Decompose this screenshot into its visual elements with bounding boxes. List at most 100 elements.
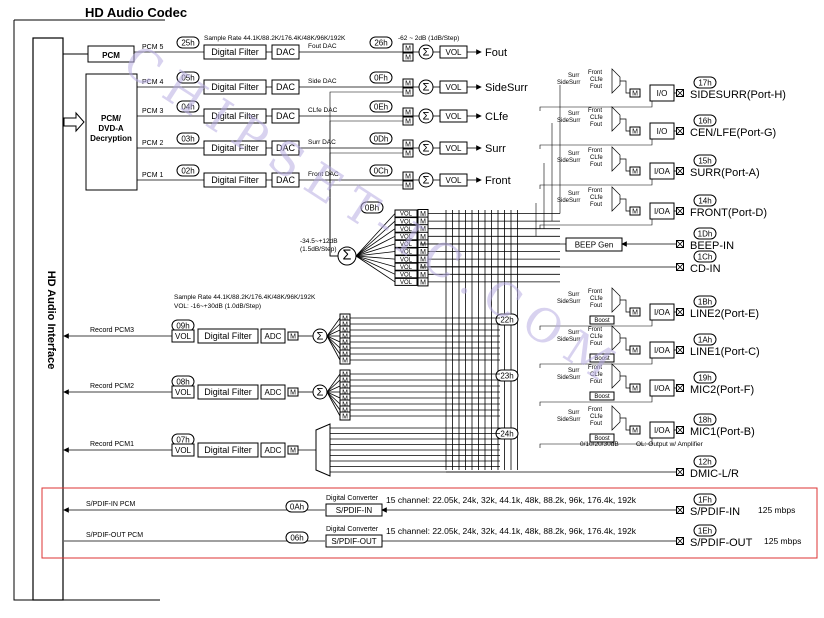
port-3-name: FRONT(Port-D) [690, 207, 767, 219]
dac-row-3-vol-label: VOL [445, 144, 462, 153]
vol-range-top: -62 ~ 2dB (1dB/Step) [398, 35, 459, 42]
dac-row-4-dac-label: Front DAC [308, 171, 339, 178]
record-1-adc-label: ADC [265, 388, 282, 397]
record-0-sel-nid-text: 22h [500, 316, 513, 325]
spdif-1-port-nid [693, 524, 717, 537]
port-9-nid-text: 18h [698, 416, 711, 425]
record-1-adc [260, 384, 286, 400]
port-6-sel-fout: Fout [590, 303, 602, 309]
dac-row-4-m1-label: M [405, 174, 411, 181]
record-1-nid-text: 08h [176, 378, 189, 387]
watermark: CHIPSET-IC.COM [114, 34, 633, 397]
record-1-sel-nid [495, 369, 519, 382]
record-0-in-m-4-label: M [342, 340, 348, 347]
port-10-nid [693, 455, 717, 468]
record-0-adc-label: ADC [265, 332, 282, 341]
port-2-sel-clfe: CLfe [590, 155, 603, 161]
record-0-vol [171, 329, 195, 343]
codec-boundary [13, 19, 165, 601]
port-6-sel-side: SideSurr [557, 299, 580, 305]
mixer-m-9-label: M [420, 279, 426, 286]
dac-row-0-m1-label: M [405, 46, 411, 53]
dac-row-0-vol-nid [369, 36, 393, 49]
record-1-m-label: M [290, 390, 296, 397]
dac-row-1-vol-nid-text: 0Fh [374, 74, 388, 83]
port-8-sel-front: Front [588, 365, 602, 371]
port-5-name: CD-IN [690, 263, 721, 275]
port-2-nid [693, 154, 717, 167]
record-1-in-m-5-label: M [342, 402, 348, 409]
dac-row-4-nid-text: 02h [181, 167, 194, 176]
port-3-m [629, 206, 641, 216]
port-6-m-label: M [632, 310, 638, 317]
beep-gen-label: BEEP Gen [575, 240, 614, 249]
record-1-label: Record PCM2 [90, 383, 134, 390]
record-2-adc-label: ADC [265, 446, 282, 455]
port-3-io-label: I/OA [654, 207, 671, 216]
record-2-label: Record PCM1 [90, 441, 134, 448]
port-2-name: SURR(Port-A) [690, 167, 760, 179]
mixer-vol-1-label: VOL [400, 219, 413, 225]
mixer-step: (1.5dB/Step) [300, 246, 337, 253]
spdif-highlight-box [41, 487, 818, 559]
spdif-0-port-nid [693, 493, 717, 506]
record-0-in-m-2-label: M [342, 328, 348, 335]
dac-row-2-vol-label: VOL [445, 112, 462, 121]
port-4-nid [693, 227, 717, 240]
dac-row-4-pcm: PCM 1 [142, 172, 164, 179]
dac-row-4-m1 [402, 171, 414, 181]
port-1-sel-side: SideSurr [557, 118, 580, 124]
port-8-sel-clfe: CLfe [590, 372, 603, 378]
dac-row-3-nid [176, 132, 200, 145]
dac-row-2-sum-glyph: Σ [423, 111, 430, 123]
record-0-in-m-6-label: M [342, 352, 348, 359]
mixer-vol-4-label: VOL [400, 242, 413, 248]
port-6-nid-text: 1Bh [698, 298, 712, 307]
port-7-nid [693, 333, 717, 346]
port-6-io-label: I/OA [654, 308, 671, 317]
dac-row-0-dac-label: Fout DAC [308, 43, 337, 50]
pcm-dvda-line1: PCM/ [101, 114, 122, 123]
port-6-sel-front: Front [588, 289, 602, 295]
port-1-m-label: M [632, 129, 638, 136]
port-1-name: CEN/LFE(Port-G) [690, 127, 776, 139]
port-6-sel-clfe: CLfe [590, 296, 603, 302]
port-0-sel-clfe: CLfe [590, 77, 603, 83]
port-1-nid-text: 16h [698, 117, 711, 126]
record-1-in-m-6-label: M [342, 408, 348, 415]
sample-rate-mid: Sample Rate 44.1K/88.2K/176.4K/48K/96K/1… [174, 294, 316, 301]
port-1-io-label: I/O [657, 127, 668, 136]
record-2-nid-text: 07h [176, 436, 189, 445]
mixer-m-8-label: M [420, 272, 426, 279]
port-6-sel-surr: Surr [568, 292, 579, 298]
record-2-m-label: M [290, 448, 296, 455]
dac-row-2-filter-label: Digital Filter [211, 111, 259, 121]
record-1-in-m-0-label: M [342, 372, 348, 379]
mixer-m-7-label: M [420, 264, 426, 271]
mixer-m-2-label: M [420, 226, 426, 233]
port-2-io-label: I/OA [654, 167, 671, 176]
record-1-in-m-7-label: M [342, 414, 348, 421]
dac-row-0-filter-label: Digital Filter [211, 47, 259, 57]
port-9-nid [693, 413, 717, 426]
record-1-vol-label: VOL [175, 388, 192, 397]
mixer-nid-text: 0Bh [365, 204, 379, 213]
port-7-mux [611, 325, 621, 351]
dac-row-1-m2-label: M [405, 90, 411, 97]
mixer-m-0-label: M [420, 211, 426, 218]
record-0-filter [197, 328, 259, 344]
dac-row-2-nid [176, 100, 200, 113]
pcm-label: PCM [102, 51, 120, 60]
port-2-sel-surr: Surr [568, 151, 579, 157]
spdif-1-rate: 125 mbps [764, 536, 801, 546]
port-0-m-label: M [632, 91, 638, 98]
dac-row-0-m2 [402, 52, 414, 62]
port-4-name: BEEP-IN [690, 240, 734, 252]
record-0-adc [260, 328, 286, 344]
mixer-m-5-label: M [420, 249, 426, 256]
pcm-dvda-block [85, 73, 138, 191]
record-0-in-m-7-label: M [342, 358, 348, 365]
dac-row-4-vol-nid [369, 164, 393, 177]
dac-row-1-m1-label: M [405, 81, 411, 88]
port-7-nid-text: 1Ah [698, 336, 712, 345]
